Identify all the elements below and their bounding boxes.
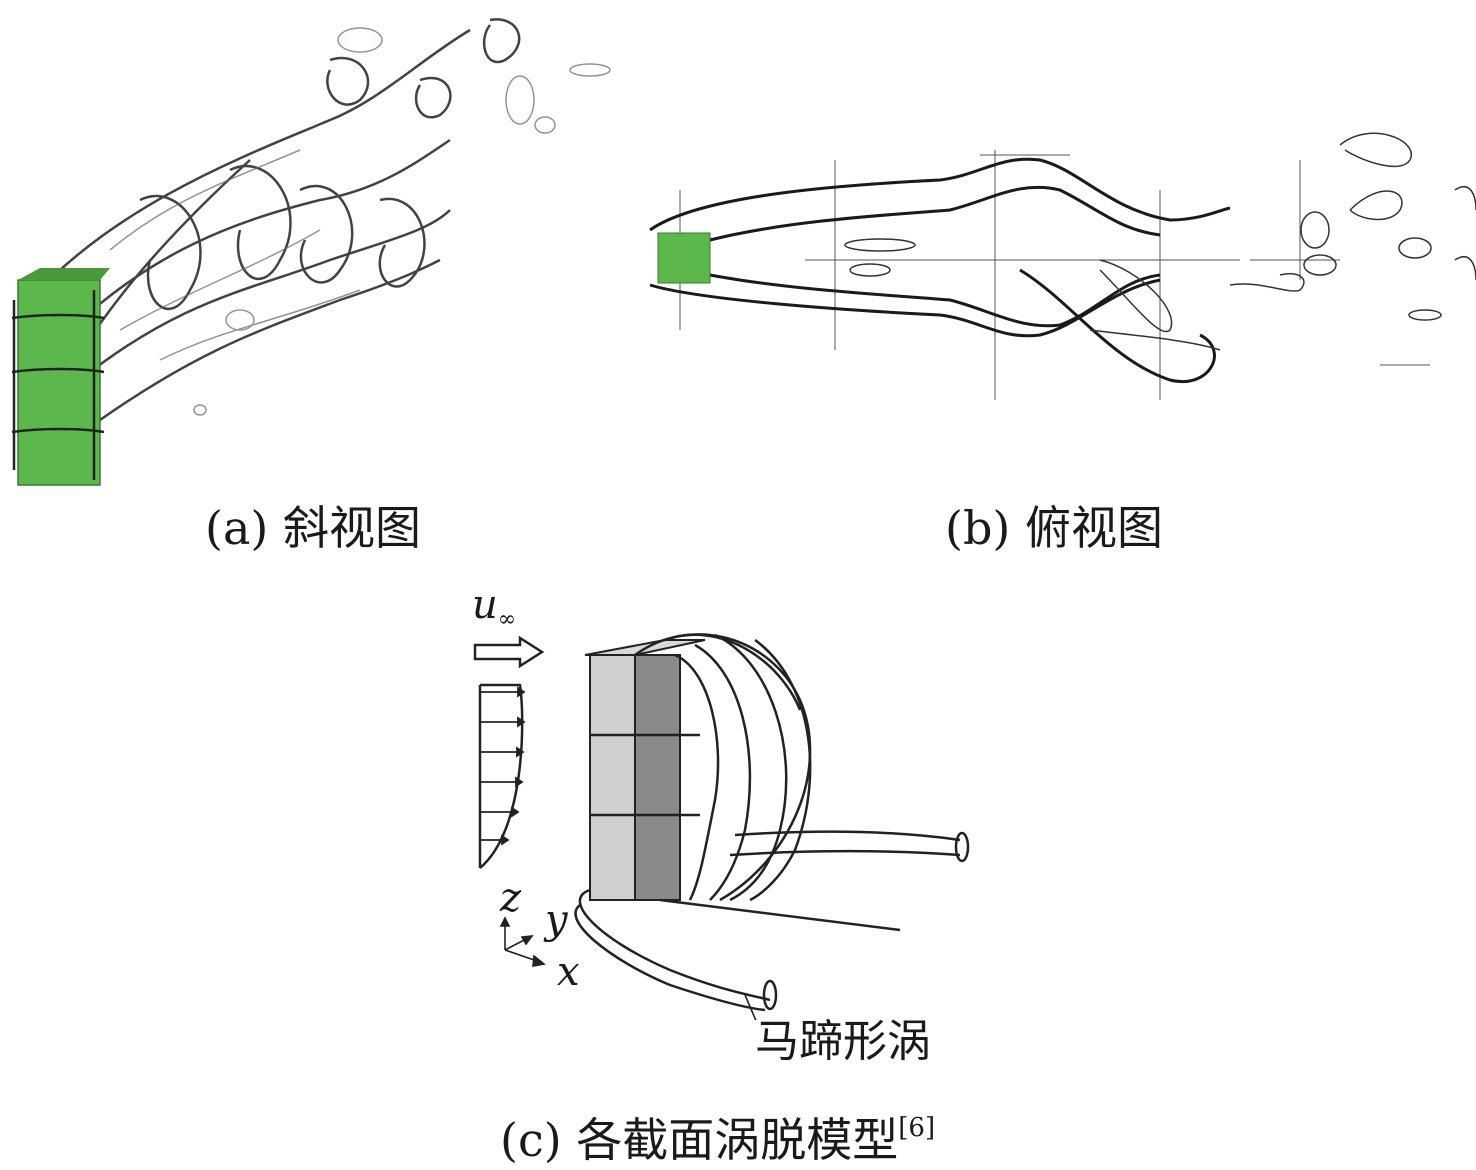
flow-velocity-subscript: ∞ (497, 607, 517, 632)
oblique-vortex-figure (11, 18, 611, 486)
caption-b: (b) 俯视图 (945, 501, 1163, 555)
caption-a: (a) 斜视图 (205, 501, 421, 555)
panel-b-top-view (640, 100, 1476, 410)
caption-c-citation: [6] (898, 1113, 936, 1143)
panel-c-vortex-model (460, 600, 980, 1020)
horseshoe-vortex-label: 马蹄形涡 (755, 1016, 931, 1067)
green-block (657, 232, 711, 284)
flow-velocity-symbol: u (472, 582, 498, 628)
horseshoe-vortex-diagram (473, 633, 970, 1020)
flow-velocity-label: u∞ (472, 585, 516, 631)
caption-c-text: (c) 各截面涡脱模型 (500, 1113, 899, 1167)
panel-a-oblique-view (0, 0, 640, 500)
green-block (17, 279, 101, 486)
caption-c: (c) 各截面涡脱模型[6] (500, 1115, 935, 1163)
axis-y-label: y (545, 897, 568, 943)
axis-x-label: x (557, 949, 580, 995)
top-view-vortex-figure (649, 132, 1476, 400)
axis-z-label: z (500, 875, 522, 921)
